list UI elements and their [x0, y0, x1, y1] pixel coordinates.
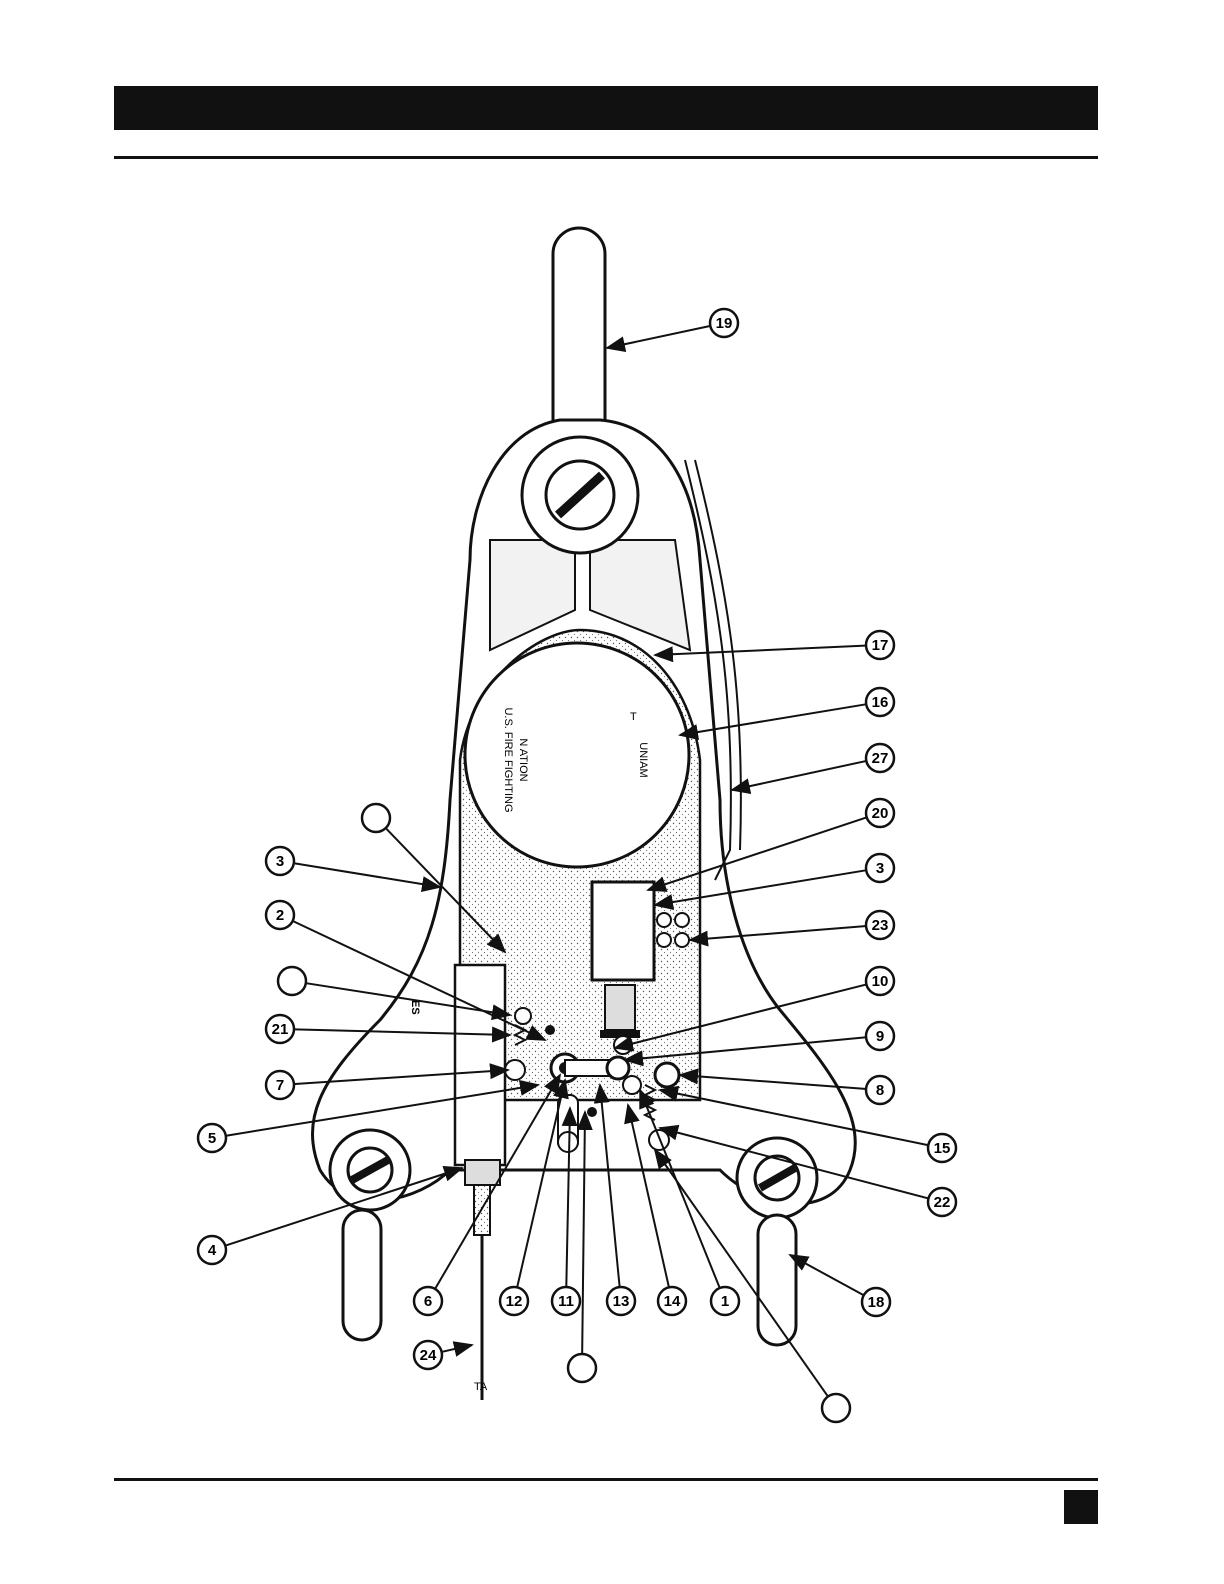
leader-line-c18: [790, 1255, 863, 1295]
callout-label: 9: [876, 1028, 884, 1045]
callout-c3r: 3: [866, 854, 894, 882]
callout-c7: 7: [266, 1071, 294, 1099]
callout-label: 18: [868, 1294, 885, 1311]
callout-cblank2: [278, 967, 306, 995]
callout-c2: 2: [266, 901, 294, 929]
callout-label: 8: [876, 1082, 884, 1099]
callout-label: 4: [208, 1242, 217, 1259]
callout-c13: 13: [607, 1287, 635, 1315]
callout-label: 13: [613, 1293, 630, 1310]
callout-label: 11: [558, 1293, 574, 1310]
callout-c6: 6: [414, 1287, 442, 1315]
callout-c24: 24: [414, 1341, 442, 1369]
leader-line-c19: [607, 326, 709, 348]
callout-cblank4: [822, 1394, 850, 1422]
callout-label: 6: [424, 1293, 432, 1310]
callout-label: 21: [272, 1021, 289, 1038]
callout-c15: 15: [928, 1134, 956, 1162]
callout-label: 17: [872, 637, 889, 654]
callout-c21: 21: [266, 1015, 294, 1043]
callout-label: 14: [664, 1293, 681, 1310]
left-foot: [330, 1130, 410, 1340]
callout-c11: 11: [552, 1287, 580, 1315]
callout-label: 3: [276, 853, 284, 870]
svg-text:ES: ES: [409, 1000, 421, 1015]
svg-text:U.S. FIRE FIGHTING: U.S. FIRE FIGHTING: [502, 707, 514, 812]
callout-label: 10: [872, 973, 889, 990]
callout-label: 20: [872, 805, 889, 822]
callout-label: 15: [934, 1140, 951, 1157]
callout-c14: 14: [658, 1287, 686, 1315]
callout-c12: 12: [500, 1287, 528, 1315]
callout-label: 3: [876, 860, 884, 877]
svg-text:UNIAM: UNIAM: [637, 742, 649, 777]
callout-c20: 20: [866, 799, 894, 827]
canister: N ATION U.S. FIRE FIGHTING UNIAM T: [465, 643, 689, 867]
callout-c17: 17: [866, 631, 894, 659]
callout-label: 12: [506, 1293, 523, 1310]
callout-circle: [278, 967, 306, 995]
callout-c3l: 3: [266, 847, 294, 875]
callout-label: 1: [721, 1293, 729, 1310]
leader-line-c27: [732, 761, 865, 790]
callout-c22: 22: [928, 1188, 956, 1216]
callout-circle: [822, 1394, 850, 1422]
callout-c8: 8: [866, 1076, 894, 1104]
callout-cblank3: [568, 1354, 596, 1382]
callout-circle: [568, 1354, 596, 1382]
callout-label: 23: [872, 917, 889, 934]
callout-label: 19: [716, 315, 733, 332]
callout-label: 5: [208, 1130, 216, 1147]
cable-24: TA: [465, 1160, 500, 1400]
callout-c27: 27: [866, 744, 894, 772]
callout-c9: 9: [866, 1022, 894, 1050]
callout-label: 2: [276, 907, 284, 924]
callout-cblank1: [362, 804, 390, 832]
callout-label: 22: [934, 1194, 951, 1211]
right-foot: [737, 1138, 817, 1345]
callout-c10: 10: [866, 967, 894, 995]
callout-label: 27: [872, 750, 889, 767]
svg-text:N ATION: N ATION: [517, 738, 529, 781]
leader-line-c3l: [295, 863, 440, 887]
callout-label: 16: [872, 694, 889, 711]
callout-circle: [362, 804, 390, 832]
callout-c23: 23: [866, 911, 894, 939]
callout-c1: 1: [711, 1287, 739, 1315]
callout-c16: 16: [866, 688, 894, 716]
callout-c18: 18: [862, 1288, 890, 1316]
leader-line-c24: [443, 1345, 472, 1352]
callout-c4: 4: [198, 1236, 226, 1264]
pivot-top: [522, 437, 638, 553]
callout-c5: 5: [198, 1124, 226, 1152]
svg-text:TA: TA: [474, 1381, 488, 1393]
svg-text:T: T: [630, 711, 637, 723]
callout-c19: 19: [710, 309, 738, 337]
callout-label: 24: [420, 1347, 437, 1364]
callout-label: 7: [276, 1077, 284, 1094]
